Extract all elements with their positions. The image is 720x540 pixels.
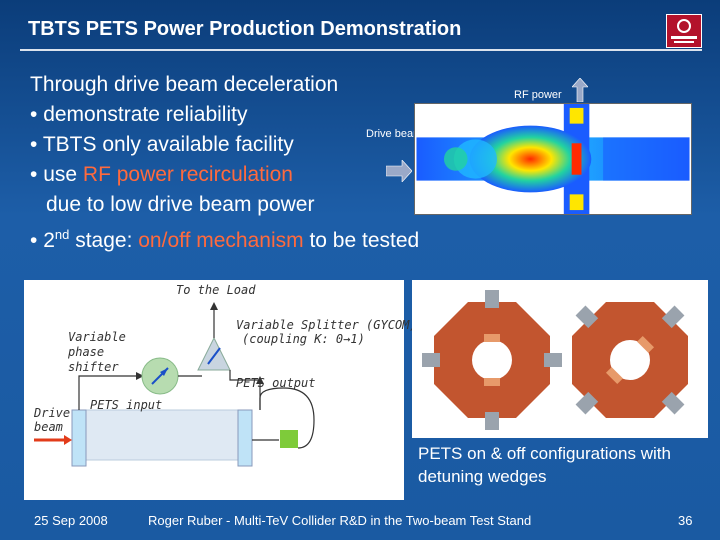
- slide-title: TBTS PETS Power Production Demonstration: [28, 18, 462, 40]
- footer-title: Roger Ruber - Multi-TeV Collider R&D in …: [148, 513, 532, 528]
- pets-configurations-image: [412, 280, 708, 438]
- pets-input-label: PETS input: [90, 398, 163, 412]
- bullet-text: TBTS only available facility: [42, 133, 294, 156]
- bullet-glyph: •: [30, 163, 38, 186]
- field-simulation-image: [414, 103, 692, 215]
- bullet-item: • demonstrate reliability: [30, 100, 419, 130]
- bullet-text: 2: [43, 229, 55, 252]
- bullet-text: to be tested: [303, 229, 420, 252]
- drive-beam-label: Drive beam: [366, 128, 423, 140]
- university-logo: [666, 14, 702, 48]
- bullet-glyph: •: [30, 133, 38, 156]
- to-load-label: To the Load: [176, 283, 256, 297]
- bullet-item: • 2nd stage: on/off mechanism to be test…: [30, 220, 419, 256]
- intro-line: Through drive beam deceleration: [30, 73, 339, 96]
- bullet-glyph: •: [30, 103, 38, 126]
- bullet-glyph: •: [30, 229, 38, 252]
- pets-output-label: PETS output: [236, 376, 316, 390]
- photo-caption: PETS on & off configurations with detuni…: [418, 444, 671, 486]
- phase-shifter-label: Variable phase shifter: [68, 330, 126, 374]
- bullet-list: Through drive beam deceleration • demons…: [30, 70, 419, 256]
- rf-power-arrow-icon: [572, 78, 588, 102]
- superscript: nd: [54, 227, 70, 242]
- accent-text: on/off mechanism: [138, 229, 304, 252]
- coupling-label: (coupling K: 0→1): [242, 332, 365, 346]
- bullet-item: • TBTS only available facility: [30, 130, 419, 160]
- drive-beam-circuit-label: Drive beam: [34, 406, 71, 434]
- recirculation-circuit-diagram: To the Load Variable Splitter (GYCOM) (c…: [24, 280, 417, 500]
- footer-date: 25 Sep 2008: [34, 513, 108, 528]
- bullet-item: • use RF power recirculation: [30, 160, 419, 190]
- bullet-text: use: [43, 163, 83, 186]
- rf-power-label: RF power: [514, 89, 562, 101]
- bullet-continuation: due to low drive beam power: [46, 193, 315, 216]
- drive-beam-arrow-icon: [386, 160, 412, 182]
- bullet-text: demonstrate reliability: [43, 103, 248, 126]
- accent-text: RF power recirculation: [82, 163, 293, 186]
- page-number: 36: [678, 513, 693, 528]
- bullet-text: stage:: [69, 229, 139, 252]
- splitter-label: Variable Splitter (GYCOM): [236, 318, 417, 332]
- title-divider: [20, 49, 702, 51]
